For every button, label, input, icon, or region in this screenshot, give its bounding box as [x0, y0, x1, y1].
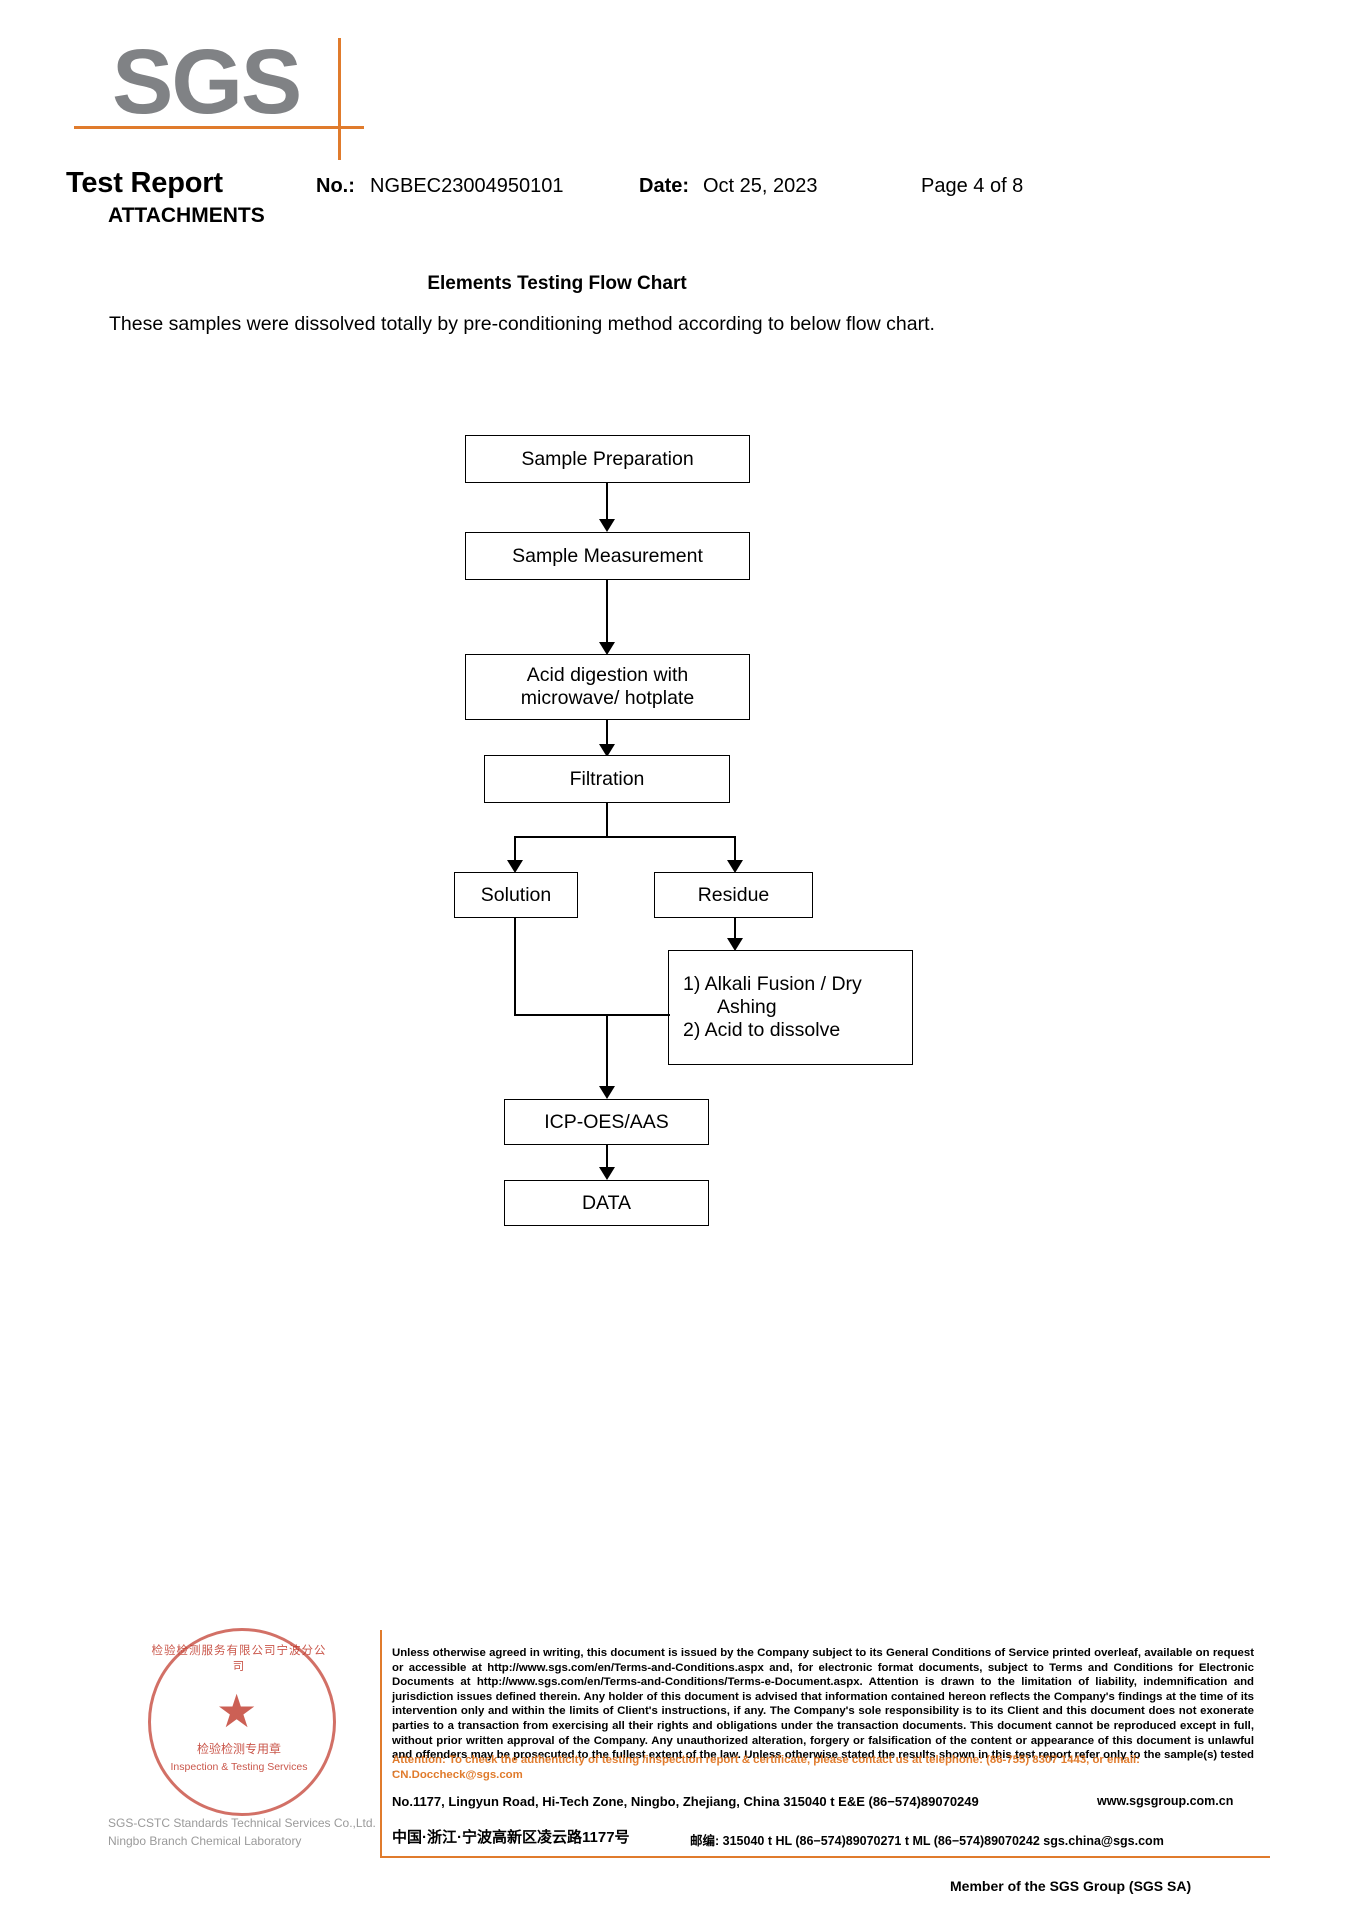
- address-chinese: 中国·浙江·宁波高新区凌云路1177号: [392, 1829, 630, 1846]
- connector-filtration-stem: [606, 803, 609, 838]
- arrowhead-merge-to-icp: [599, 1086, 615, 1099]
- stamp-label-branch: Ningbo Branch Chemical Laboratory: [108, 1834, 302, 1848]
- stamp-mid-text: 检验检测专用章: [196, 1742, 281, 1756]
- connector-icp-to-data: [606, 1145, 609, 1173]
- node-alkali-fusion-line1: 1) Alkali Fusion / Dry: [683, 973, 862, 995]
- sgs-logo-text: SGS: [112, 31, 302, 133]
- node-sample-preparation: Sample Preparation: [465, 435, 750, 483]
- node-sample-measurement: Sample Measurement: [465, 532, 750, 580]
- star-icon: ★: [216, 1685, 258, 1737]
- stamp-label-company: SGS-CSTC Standards Technical Services Co…: [108, 1816, 376, 1830]
- connector-split-bar: [514, 836, 736, 839]
- report-no-value: NGBEC23004950101: [370, 175, 564, 197]
- node-acid-digestion: Acid digestion with microwave/ hotplate: [465, 654, 750, 720]
- report-date-value: Oct 25, 2023: [703, 175, 818, 197]
- node-data-label: DATA: [581, 1191, 632, 1214]
- arrowhead-digestion-to-filtration: [599, 744, 615, 757]
- node-data: DATA: [504, 1180, 709, 1226]
- arrowhead-measure-to-digestion: [599, 642, 615, 655]
- node-alkali-fusion-line2: Ashing: [717, 996, 777, 1018]
- connector-solution-down: [514, 918, 517, 1016]
- node-icp-oes-aas: ICP-OES/AAS: [504, 1099, 709, 1145]
- company-seal-stamp: 检验检测服务有限公司宁波分公司 ★ 检验检测专用章 Inspection & T…: [108, 1628, 376, 1848]
- connector-residue-to-alkali: [734, 918, 737, 948]
- connector-merge-bar: [514, 1014, 670, 1017]
- report-no-label: No.:: [316, 175, 355, 197]
- member-of-sgs-group: Member of the SGS Group (SGS SA): [950, 1878, 1192, 1894]
- flowchart-intro-text: These samples were dissolved totally by …: [109, 313, 935, 335]
- footer-horizontal-divider: [380, 1856, 1270, 1858]
- legal-disclaimer: Unless otherwise agreed in writing, this…: [392, 1647, 1254, 1776]
- connector-merge-to-icp: [606, 1014, 609, 1092]
- arrowhead-to-residue: [727, 860, 743, 873]
- sgs-logo: SGS: [74, 28, 364, 160]
- node-alkali-fusion-line3: 2) Acid to dissolve: [683, 1019, 841, 1041]
- stamp-bottom-text: Inspection & Testing Services: [170, 1761, 308, 1773]
- connector-prep-to-measure: [606, 483, 609, 525]
- logo-vertical-rule: [338, 38, 341, 160]
- page-title: Test Report: [66, 167, 223, 199]
- website-url: www.sgsgroup.com.cn: [1097, 1794, 1234, 1808]
- node-acid-digestion-line2: microwave/ hotplate: [520, 687, 695, 709]
- node-sample-measurement-label: Sample Measurement: [512, 544, 703, 567]
- flowchart-title: Elements Testing Flow Chart: [427, 273, 687, 294]
- logo-horizontal-rule: [74, 126, 364, 129]
- node-acid-digestion-line1: Acid digestion with: [526, 664, 689, 686]
- stamp-circle: [148, 1628, 336, 1816]
- connector-split-left: [514, 836, 517, 866]
- node-filtration-label: Filtration: [569, 767, 645, 790]
- address-english: No.1177, Lingyun Road, Hi-Tech Zone, Nin…: [392, 1794, 979, 1809]
- node-icp-oes-aas-label: ICP-OES/AAS: [544, 1110, 669, 1133]
- attachments-label: ATTACHMENTS: [108, 204, 265, 227]
- connector-split-right: [734, 836, 737, 866]
- node-solution: Solution: [454, 872, 578, 918]
- arrowhead-residue-to-alkali: [727, 938, 743, 951]
- page-number: Page 4 of 8: [921, 175, 1024, 197]
- node-sample-preparation-label: Sample Preparation: [521, 447, 694, 470]
- address-chinese-contacts: 邮编: 315040 t HL (86−574)89070271 t ML (8…: [690, 1834, 1164, 1848]
- connector-digestion-to-filtration: [606, 720, 609, 750]
- report-date-label: Date:: [639, 175, 690, 197]
- node-filtration: Filtration: [484, 755, 730, 803]
- node-solution-label: Solution: [480, 883, 552, 906]
- node-residue-label: Residue: [697, 883, 770, 906]
- footer-vertical-divider: [380, 1630, 382, 1858]
- arrowhead-to-solution: [507, 860, 523, 873]
- attention-notice: Attention: To check the authenticity of …: [392, 1754, 1140, 1781]
- stamp-top-text: 检验检测服务有限公司宁波分公司: [151, 1645, 327, 1673]
- connector-measure-to-digestion: [606, 580, 609, 648]
- node-alkali-fusion: 1) Alkali Fusion / Dry Ashing 2) Acid to…: [668, 950, 913, 1065]
- node-residue: Residue: [654, 872, 813, 918]
- arrowhead-prep-to-measure: [599, 519, 615, 532]
- arrowhead-icp-to-data: [599, 1167, 615, 1180]
